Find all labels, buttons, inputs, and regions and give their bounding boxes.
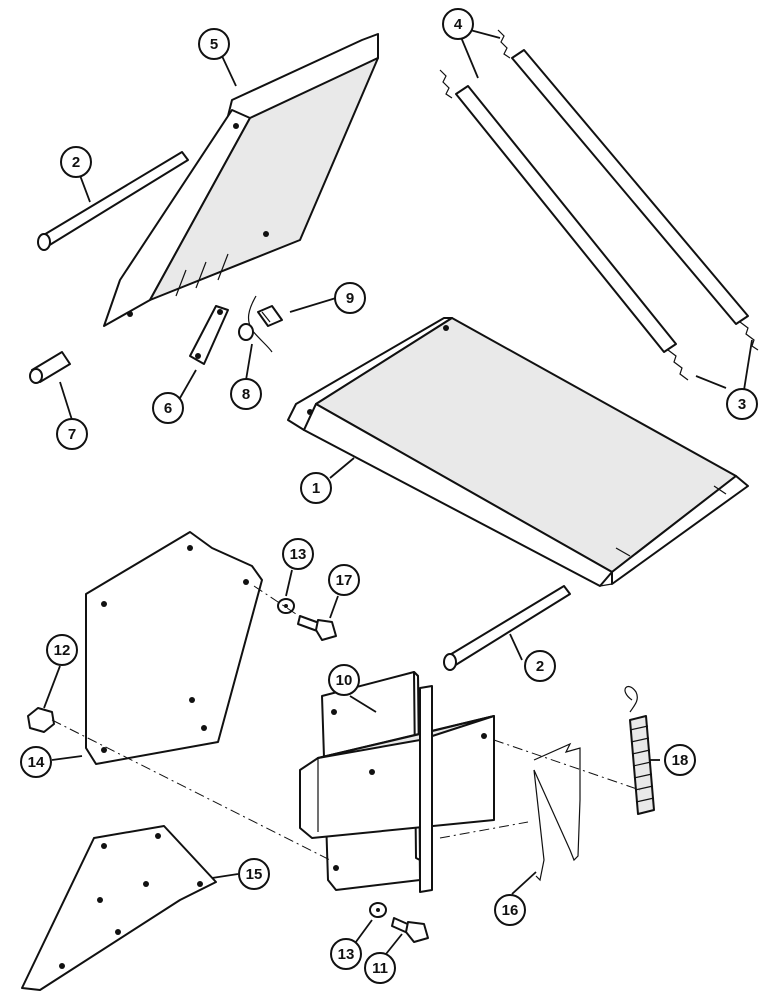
callout-7-label: 7 xyxy=(68,426,76,443)
part-17-bolt xyxy=(297,615,337,641)
part-2-pin-lower xyxy=(443,585,571,671)
callout-6-label: 6 xyxy=(164,400,172,417)
part-6-link xyxy=(189,305,229,365)
callout-17: 17 xyxy=(328,564,360,596)
callout-8: 8 xyxy=(230,378,262,410)
callout-13-upper: 13 xyxy=(282,538,314,570)
callout-2-lower-label: 2 xyxy=(536,658,544,675)
callout-11-label: 11 xyxy=(372,960,388,977)
part-13-washer-lower xyxy=(369,902,387,918)
part-16-wire-latch xyxy=(533,742,581,882)
callout-2-upper-label: 2 xyxy=(72,154,80,171)
callout-17-label: 17 xyxy=(336,572,353,589)
part-15-plate xyxy=(21,825,217,991)
callout-18-label: 18 xyxy=(672,752,689,769)
part-9-clip xyxy=(257,305,283,327)
callout-8-label: 8 xyxy=(242,386,250,403)
callout-2-upper: 2 xyxy=(60,146,92,178)
part-8-torsion-spring xyxy=(238,295,273,353)
part-3-4-chain-right xyxy=(497,29,759,351)
callout-13-upper-label: 13 xyxy=(290,546,307,563)
callout-15-label: 15 xyxy=(246,866,263,883)
callout-10-label: 10 xyxy=(336,672,353,689)
callout-4: 4 xyxy=(442,8,474,40)
callout-14-label: 14 xyxy=(28,754,45,771)
part-7-short-pin xyxy=(29,351,71,384)
callout-16-label: 16 xyxy=(502,902,519,919)
part-3-4-chain-left xyxy=(439,69,689,381)
callout-9: 9 xyxy=(334,282,366,314)
callout-3-label: 3 xyxy=(738,396,746,413)
callout-1: 1 xyxy=(300,472,332,504)
callout-14: 14 xyxy=(20,746,52,778)
callout-4-label: 4 xyxy=(454,16,463,33)
callout-12: 12 xyxy=(46,634,78,666)
callout-13-lower-label: 13 xyxy=(338,946,355,963)
part-10-bracket xyxy=(299,671,495,893)
alignment-lines xyxy=(51,585,641,861)
callout-16: 16 xyxy=(494,894,526,926)
callout-10: 10 xyxy=(328,664,360,696)
callout-18: 18 xyxy=(664,744,696,776)
callout-1-label: 1 xyxy=(312,480,320,497)
callout-11: 11 xyxy=(364,952,396,984)
callout-9-label: 9 xyxy=(346,290,354,307)
callout-3: 3 xyxy=(726,388,758,420)
callout-2-lower: 2 xyxy=(524,650,556,682)
callout-7: 7 xyxy=(56,418,88,450)
callout-5-label: 5 xyxy=(210,36,218,53)
callout-6: 6 xyxy=(152,392,184,424)
part-1-tray xyxy=(287,317,749,587)
part-11-bolt xyxy=(391,917,429,943)
callout-5: 5 xyxy=(198,28,230,60)
part-18-extension-spring xyxy=(624,686,655,815)
part-12-nut xyxy=(27,707,55,733)
part-2-pin-upper xyxy=(37,151,189,251)
part-5-side-plate xyxy=(103,33,379,327)
callout-13-lower: 13 xyxy=(330,938,362,970)
callout-12-label: 12 xyxy=(54,642,71,659)
callout-15: 15 xyxy=(238,858,270,890)
part-14-plate xyxy=(85,531,263,765)
